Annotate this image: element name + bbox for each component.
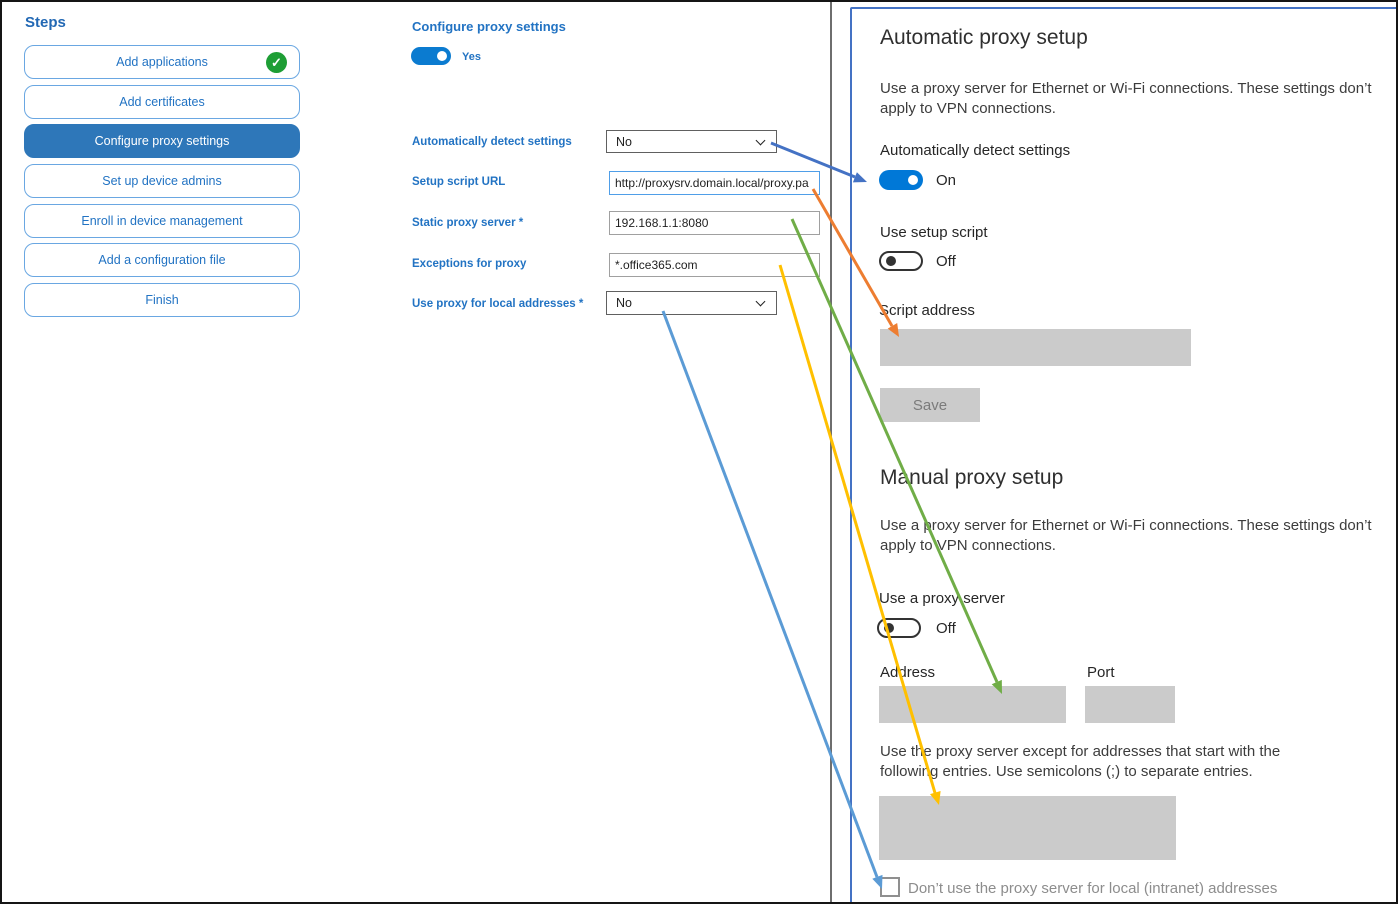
step-label: Add certificates bbox=[119, 95, 205, 109]
step-configure-proxy-settings[interactable]: Configure proxy settings bbox=[24, 124, 300, 158]
step-finish[interactable]: Finish bbox=[24, 283, 300, 317]
step-enroll-in-device-management[interactable]: Enroll in device management bbox=[24, 204, 300, 238]
step-label: Finish bbox=[145, 293, 179, 307]
use-a-proxy-server-label: Use a proxy server bbox=[879, 590, 1005, 607]
label-exceptions-for-proxy: Exceptions for proxy bbox=[412, 258, 527, 270]
port-label: Port bbox=[1087, 664, 1115, 681]
proxy-exceptions-textarea[interactable] bbox=[879, 796, 1176, 860]
step-label: Configure proxy settings bbox=[94, 134, 230, 148]
address-input[interactable] bbox=[879, 686, 1066, 723]
port-input[interactable] bbox=[1085, 686, 1175, 723]
local-addresses-checkbox-label: Don’t use the proxy server for local (in… bbox=[908, 880, 1278, 897]
setup-script-url-input[interactable]: http://proxysrv.domain.local/proxy.pa bbox=[609, 171, 820, 195]
chevron-down-icon bbox=[755, 296, 766, 307]
step-label: Set up device admins bbox=[102, 174, 222, 188]
chevron-down-icon bbox=[755, 135, 766, 146]
label-automatically-detect-settings: Automatically detect settings bbox=[412, 136, 572, 148]
use-setup-script-state: Off bbox=[936, 253, 956, 270]
label-use-proxy-for-local-addresses: Use proxy for local addresses * bbox=[412, 298, 584, 310]
step-add-a-configuration-file[interactable]: Add a configuration file bbox=[24, 243, 300, 277]
step-add-certificates[interactable]: Add certificates bbox=[24, 85, 300, 119]
exceptions-for-proxy-input[interactable]: *.office365.com bbox=[609, 253, 820, 277]
page-title: Configure proxy settings bbox=[412, 19, 566, 34]
label-static-proxy-server: Static proxy server * bbox=[412, 217, 524, 229]
step-label: Enroll in device management bbox=[81, 214, 243, 228]
use-setup-script-label: Use setup script bbox=[880, 224, 988, 241]
step-add-applications[interactable]: Add applications ✓ bbox=[24, 45, 300, 79]
detect-settings-state: On bbox=[936, 172, 957, 189]
automatically-detect-settings-dropdown[interactable]: No bbox=[606, 130, 777, 153]
configure-proxy-toggle-state: Yes bbox=[462, 51, 481, 63]
step-label: Add applications bbox=[116, 55, 208, 69]
script-address-input[interactable] bbox=[880, 329, 1191, 366]
use-setup-script-toggle[interactable] bbox=[879, 251, 923, 271]
toggle-knob bbox=[884, 623, 894, 633]
input-value: 192.168.1.1:8080 bbox=[615, 216, 709, 230]
steps-panel-title: Steps bbox=[25, 14, 66, 31]
step-set-up-device-admins[interactable]: Set up device admins bbox=[24, 164, 300, 198]
script-address-label: Script address bbox=[879, 302, 975, 319]
use-a-proxy-server-state: Off bbox=[936, 620, 956, 637]
manual-proxy-setup-heading: Manual proxy setup bbox=[880, 466, 1064, 489]
proxy-exceptions-description: Use the proxy server except for addresse… bbox=[880, 743, 1281, 781]
input-value: http://proxysrv.domain.local/proxy.pa bbox=[615, 176, 809, 190]
save-button[interactable]: Save bbox=[880, 388, 980, 422]
automatic-proxy-setup-heading: Automatic proxy setup bbox=[880, 26, 1088, 49]
input-value: *.office365.com bbox=[615, 258, 698, 272]
local-addresses-checkbox[interactable] bbox=[880, 877, 900, 897]
detect-settings-label: Automatically detect settings bbox=[880, 142, 1071, 159]
toggle-knob bbox=[908, 175, 918, 185]
dropdown-value: No bbox=[616, 296, 632, 310]
vertical-divider bbox=[830, 2, 832, 902]
use-a-proxy-server-toggle[interactable] bbox=[877, 618, 921, 638]
configure-proxy-toggle[interactable] bbox=[411, 47, 451, 65]
label-setup-script-url: Setup script URL bbox=[412, 176, 506, 188]
dropdown-value: No bbox=[616, 134, 632, 149]
automatic-proxy-description: Use a proxy server for Ethernet or Wi-Fi… bbox=[880, 80, 1372, 118]
toggle-knob bbox=[437, 51, 447, 61]
use-proxy-for-local-addresses-dropdown[interactable]: No bbox=[606, 291, 777, 315]
address-label: Address bbox=[880, 664, 936, 681]
completed-check-icon: ✓ bbox=[266, 52, 287, 73]
step-label: Add a configuration file bbox=[98, 253, 226, 267]
detect-settings-toggle[interactable] bbox=[879, 170, 923, 190]
static-proxy-server-input[interactable]: 192.168.1.1:8080 bbox=[609, 211, 820, 235]
toggle-knob bbox=[886, 256, 896, 266]
manual-proxy-description: Use a proxy server for Ethernet or Wi-Fi… bbox=[880, 517, 1372, 555]
